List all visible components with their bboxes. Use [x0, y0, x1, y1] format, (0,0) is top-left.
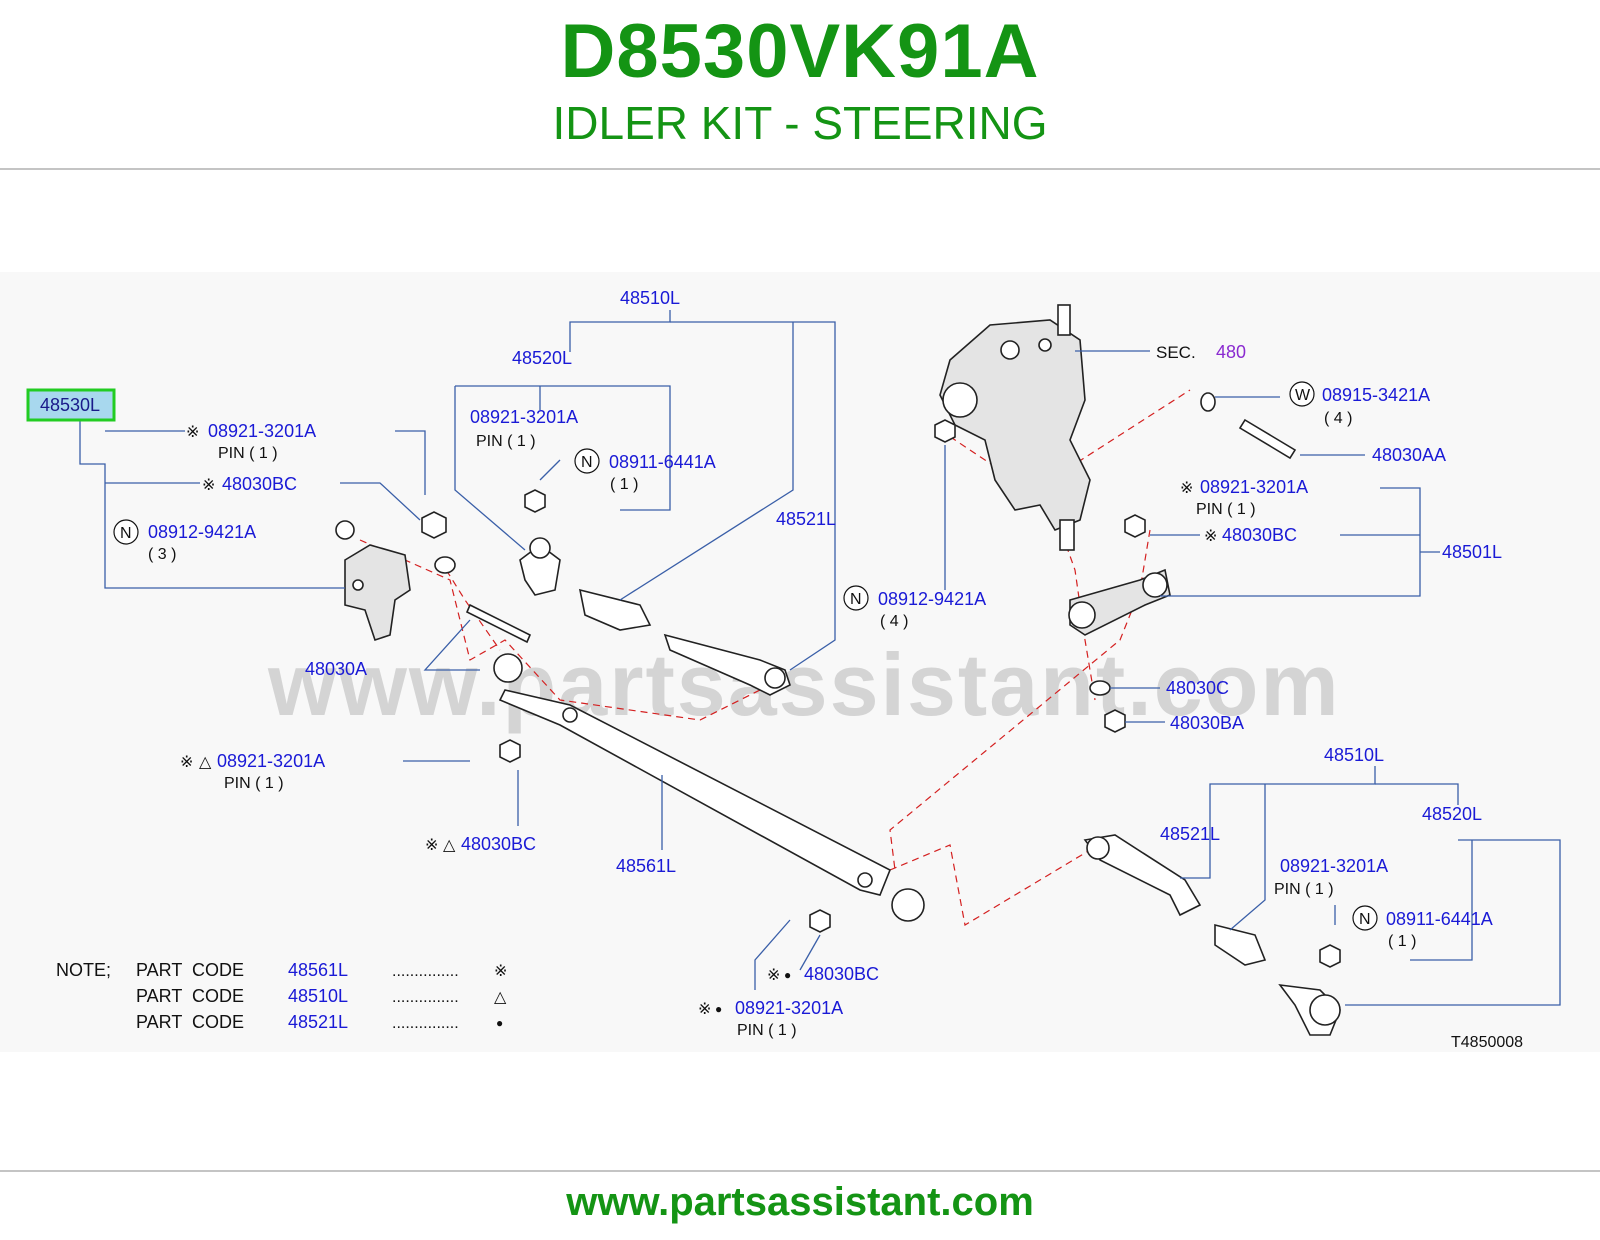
footer-url[interactable]: www.partsassistant.com — [566, 1180, 1034, 1224]
pitman-arm — [1068, 514, 1171, 733]
leader-lines — [79, 310, 1561, 1006]
idler-arm-assembly — [335, 511, 532, 644]
note-row-text: PART CODE — [136, 1012, 244, 1032]
callout-48510L[interactable]: 48510L — [620, 288, 680, 308]
n-mark: N — [120, 525, 132, 542]
bolts-and-washers — [934, 392, 1297, 460]
mark-kome: ※ — [1204, 528, 1217, 545]
n-circle-icon — [1352, 905, 1378, 931]
mark-kome: ※ — [698, 1001, 711, 1018]
callout-48030BC[interactable]: 48030BC — [804, 964, 879, 984]
callout-48030C[interactable]: 48030C — [1166, 678, 1229, 698]
n-circle-icon — [113, 519, 139, 545]
pin-label: PIN ( 1 ) — [1196, 501, 1256, 518]
n-mark: N — [1359, 911, 1371, 928]
note-row-mark: △ — [494, 989, 507, 1006]
pin-label: PIN ( 1 ) — [218, 445, 278, 462]
note-row-code[interactable]: 48510L — [288, 986, 348, 1006]
mark-kome: ※ — [202, 477, 215, 494]
mark-kome: ※ — [180, 754, 193, 771]
callout-48030A[interactable]: 48030A — [305, 659, 367, 679]
mark-triangle: △ — [199, 754, 212, 771]
callout-08915-3421A[interactable]: 08915-3421A — [1322, 385, 1430, 405]
note-row-mark: ● — [496, 1016, 503, 1030]
note-row-code[interactable]: 48521L — [288, 1012, 348, 1032]
mark-kome: ※ — [1180, 480, 1193, 497]
callout-08921-3201A[interactable]: 08921-3201A — [1280, 856, 1388, 876]
w-circle-icon — [1289, 381, 1315, 407]
note-row-dots: ............... — [392, 1015, 459, 1032]
callout-48510L[interactable]: 48510L — [1324, 745, 1384, 765]
callout-08921-3201A[interactable]: 08921-3201A — [217, 751, 325, 771]
callout-08912-9421A[interactable]: 08912-9421A — [878, 589, 986, 609]
note-row-code[interactable]: 48561L — [288, 960, 348, 980]
qty-label: ( 1 ) — [1388, 933, 1416, 950]
callout-08912-9421A[interactable]: 08912-9421A — [148, 522, 256, 542]
n-circle-icon — [574, 448, 600, 474]
note-label: NOTE; — [56, 960, 111, 980]
mark-kome: ※ — [425, 837, 438, 854]
figure-code: T4850008 — [1451, 1034, 1523, 1051]
callout-48521L[interactable]: 48521L — [1160, 824, 1220, 844]
callout-48530L[interactable]: 48530L — [40, 395, 100, 415]
page-subtitle: IDLER KIT - STEERING — [552, 97, 1048, 149]
n-mark: N — [850, 591, 862, 608]
callout-48030BC[interactable]: 48030BC — [461, 834, 536, 854]
qty-label: ( 3 ) — [148, 546, 176, 563]
tie-rod-upper — [519, 489, 791, 696]
callout-48030AA[interactable]: 48030AA — [1372, 445, 1446, 465]
callout-48030BC[interactable]: 48030BC — [222, 474, 297, 494]
callout-08921-3201A[interactable]: 08921-3201A — [208, 421, 316, 441]
callout-48030BA[interactable]: 48030BA — [1170, 713, 1244, 733]
n-circle-icon — [843, 585, 869, 611]
cross-rod — [493, 653, 925, 933]
w-mark: W — [1295, 387, 1311, 404]
note-row-mark: ※ — [494, 963, 507, 980]
mark-kome: ※ — [186, 424, 199, 441]
pin-label: PIN ( 1 ) — [1274, 881, 1334, 898]
callout-48520L[interactable]: 48520L — [512, 348, 572, 368]
callout-48030BC[interactable]: 48030BC — [1222, 525, 1297, 545]
pin-label: PIN ( 1 ) — [737, 1022, 797, 1039]
page-title: D8530VK91A — [560, 9, 1040, 94]
mark-dot: ● — [715, 1002, 722, 1016]
callout-08911-6441A[interactable]: 08911-6441A — [1386, 909, 1493, 929]
pin-label: PIN ( 1 ) — [476, 433, 536, 450]
callout-08921-3201A[interactable]: 08921-3201A — [1200, 477, 1308, 497]
steering-gearbox — [939, 304, 1091, 551]
highlight-48530L-box[interactable] — [26, 388, 116, 422]
callout-48520L[interactable]: 48520L — [1422, 804, 1482, 824]
watermark-text: www.partsassistant.com — [267, 635, 1341, 734]
n-mark: N — [581, 454, 593, 471]
sec-number-link[interactable]: 480 — [1216, 342, 1246, 362]
callout-48501L[interactable]: 48501L — [1442, 542, 1502, 562]
header-divider — [0, 168, 1600, 170]
note-table: NOTE; PART CODE 48561L ............... ※… — [56, 960, 507, 1032]
pin-label: PIN ( 1 ) — [224, 775, 284, 792]
mark-triangle: △ — [443, 837, 456, 854]
diagram-background — [0, 272, 1600, 1052]
callout-48561L[interactable]: 48561L — [616, 856, 676, 876]
qty-label: ( 1 ) — [610, 476, 638, 493]
note-row-dots: ............... — [392, 963, 459, 980]
callout-08911-6441A[interactable]: 08911-6441A — [609, 452, 716, 472]
qty-label: ( 4 ) — [1324, 410, 1352, 427]
callout-08921-3201A[interactable]: 08921-3201A — [735, 998, 843, 1018]
mark-dot: ● — [784, 968, 791, 982]
callout-08921-3201A[interactable]: 08921-3201A — [470, 407, 578, 427]
callout-48521L[interactable]: 48521L — [776, 509, 836, 529]
footer-divider — [0, 1170, 1600, 1172]
qty-label: ( 4 ) — [880, 613, 908, 630]
sec-label: SEC. — [1156, 343, 1196, 362]
tie-rod-lower — [1083, 834, 1341, 1036]
note-row-text: PART CODE — [136, 986, 244, 1006]
mark-kome: ※ — [767, 967, 780, 984]
page-header: D8530VK91A IDLER KIT - STEERING — [0, 0, 1600, 168]
note-row-text: PART CODE — [136, 960, 244, 980]
note-row-dots: ............... — [392, 989, 459, 1006]
